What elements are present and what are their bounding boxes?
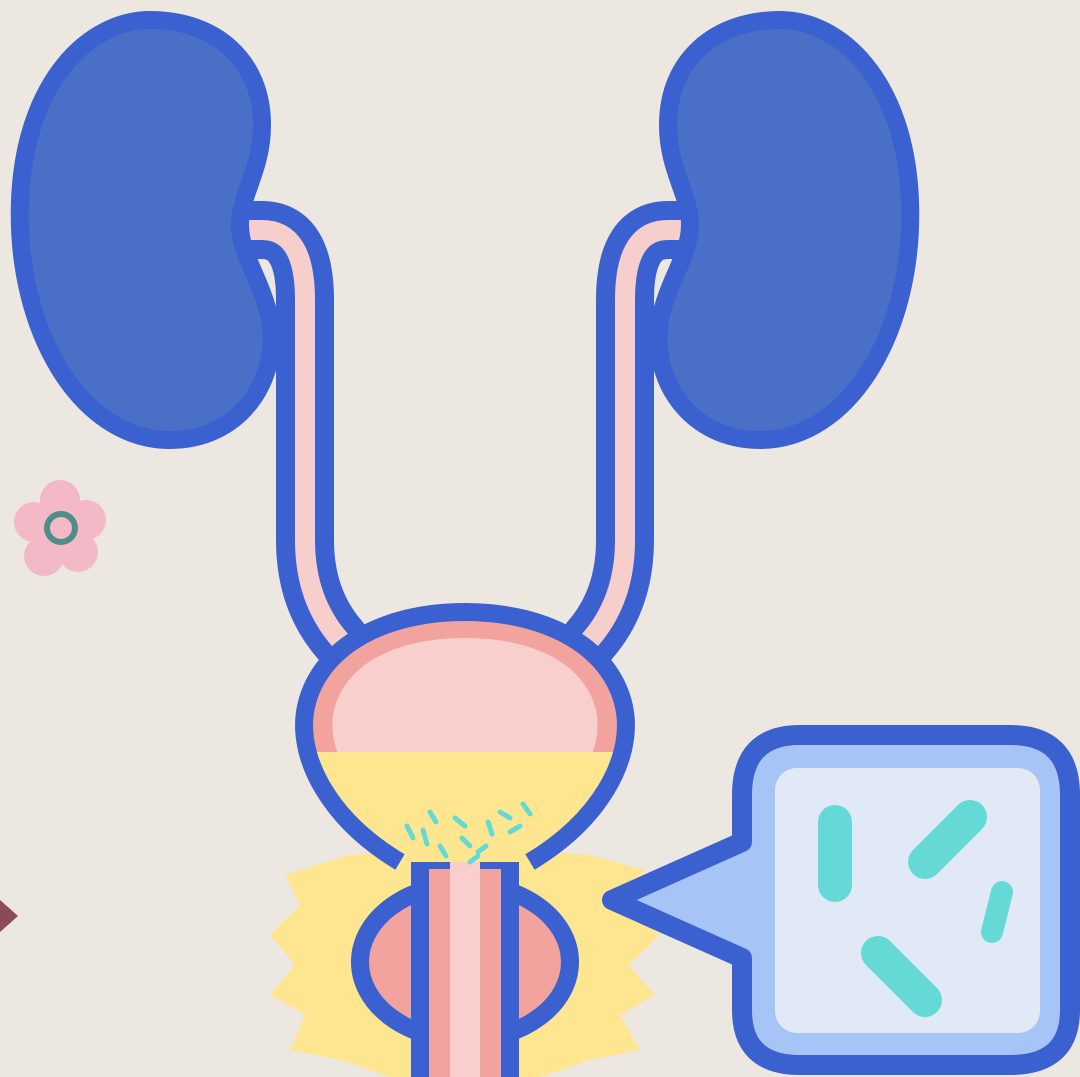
urethra xyxy=(420,860,510,1077)
kidney-icon xyxy=(658,20,910,440)
bacteria-icon xyxy=(992,892,1002,932)
bladder-icon xyxy=(300,612,630,872)
kidney-icon xyxy=(20,20,272,440)
